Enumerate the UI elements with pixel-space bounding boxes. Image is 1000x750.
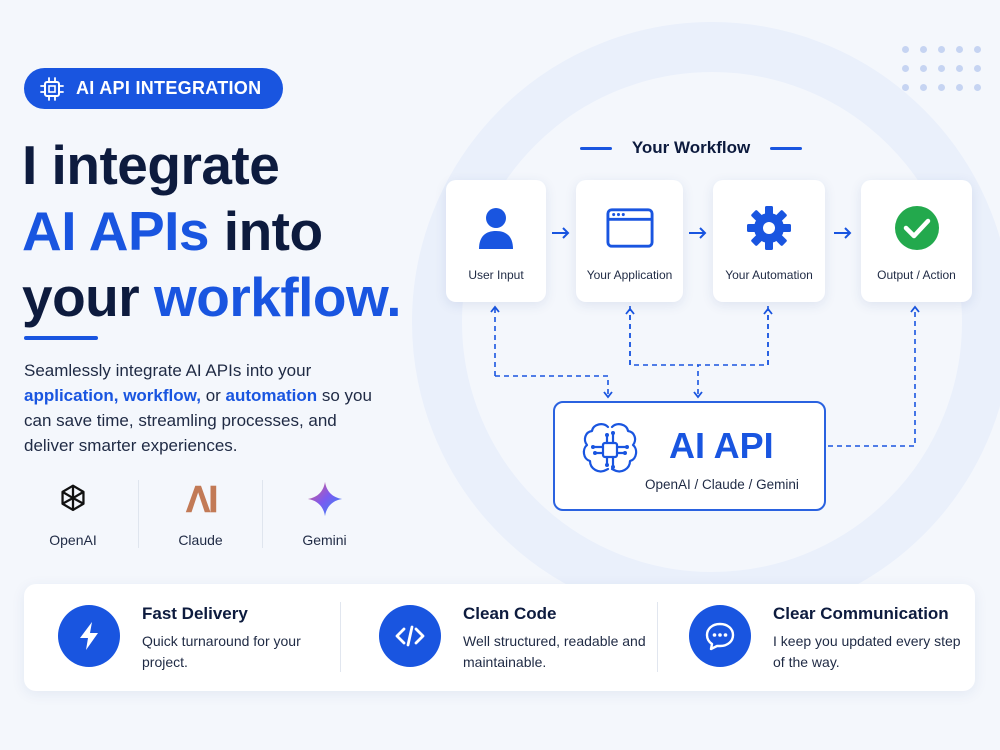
feature-title: Fast Delivery [142, 604, 248, 623]
openai-logo [61, 484, 85, 512]
workflow-step-your-application: Your Application [576, 180, 683, 302]
feature-clean-code: Clean Code Well structured, readable and… [379, 584, 659, 691]
workflow-step-label: Your Automation [725, 268, 813, 282]
workflow-step-label: Your Application [586, 268, 673, 282]
ai-api-subtitle: OpenAI / Claude / Gemini [645, 477, 799, 492]
description: Seamlessly integrate AI APIs into your a… [24, 358, 384, 458]
ai-api-box: AI API OpenAI / Claude / Gemini [553, 401, 826, 511]
gemini-logo [307, 481, 342, 517]
provider-gemini: Gemini [262, 480, 380, 548]
provider-claude: Claude [138, 480, 256, 548]
background-circle [412, 22, 1000, 622]
user-icon [479, 208, 513, 249]
workflow-title-text: Your Workflow [631, 138, 751, 157]
headline-line-2: AI APIs into [22, 198, 401, 264]
provider-gemini-label: Gemini [302, 532, 347, 548]
ai-api-integration-badge: AI API INTEGRATION [24, 68, 284, 109]
arrow-right-icon [834, 227, 852, 239]
description-intro: Seamlessly integrate AI APIs into your [24, 361, 312, 380]
feature-clear-communication: Clear Communication I keep you updated e… [689, 584, 969, 691]
feature-description: Well structured, readable and maintainab… [463, 633, 646, 670]
feature-divider [340, 602, 341, 672]
workflow-title-rule-right [770, 146, 802, 150]
workflow-step-your-automation: Your Automation [713, 180, 825, 302]
feature-title: Clear Communication [773, 604, 949, 623]
headline-your: your [22, 266, 154, 328]
workflow-step-user-input: User Input [446, 180, 546, 302]
chat-icon [705, 622, 735, 651]
brain-chip-icon [582, 423, 638, 473]
feature-fast-delivery: Fast Delivery Quick turnaround for your … [58, 584, 338, 691]
headline-highlight-workflow: workflow. [153, 266, 402, 328]
ai-api-title: AI API [669, 425, 774, 466]
provider-logos: OpenAI Claude Gemini [14, 480, 380, 548]
feature-description: Quick turnaround for your project. [142, 633, 301, 670]
headline: I integrate AI APIs into your workflow. [22, 132, 402, 330]
browser-window-icon [605, 208, 654, 248]
lightning-icon [80, 622, 98, 650]
description-or: or [200, 386, 226, 405]
workflow-step-label: User Input [468, 268, 524, 282]
workflow-step-label: Output / Action [877, 268, 956, 282]
feature-title: Clean Code [463, 604, 557, 623]
headline-highlight-ai-apis: AI APIs [22, 200, 210, 262]
feature-divider [657, 602, 658, 672]
description-highlight-workflow: workflow, [123, 386, 201, 405]
arrow-right-icon [689, 227, 707, 239]
code-icon [395, 625, 425, 647]
headline-line-1: I integrate [22, 134, 280, 196]
workflow-step-output-action: Output / Action [861, 180, 972, 302]
headline-line-3: your workflow. [22, 264, 402, 330]
provider-openai: OpenAI [14, 480, 132, 548]
chip-icon [40, 76, 64, 101]
claude-logo [185, 485, 216, 513]
badge-label: AI API INTEGRATION [76, 78, 262, 98]
provider-openai-label: OpenAI [49, 532, 97, 548]
workflow-title: Your Workflow [580, 138, 802, 158]
description-rest: so you can save time, streamling process… [24, 386, 372, 455]
headline-underline [24, 336, 98, 340]
provider-claude-label: Claude [178, 532, 223, 548]
features-panel: Fast Delivery Quick turnaround for your … [24, 584, 975, 691]
decorative-dot-grid [902, 46, 981, 91]
gear-icon [747, 206, 791, 250]
headline-into: into [209, 200, 323, 262]
feature-description: I keep you updated every step of the way… [773, 633, 961, 670]
check-circle-icon [894, 206, 939, 250]
description-highlight-automation: automation [225, 386, 318, 405]
workflow-title-rule-left [580, 146, 612, 150]
description-highlight-application: application, [24, 386, 119, 405]
arrow-right-icon [552, 227, 570, 239]
